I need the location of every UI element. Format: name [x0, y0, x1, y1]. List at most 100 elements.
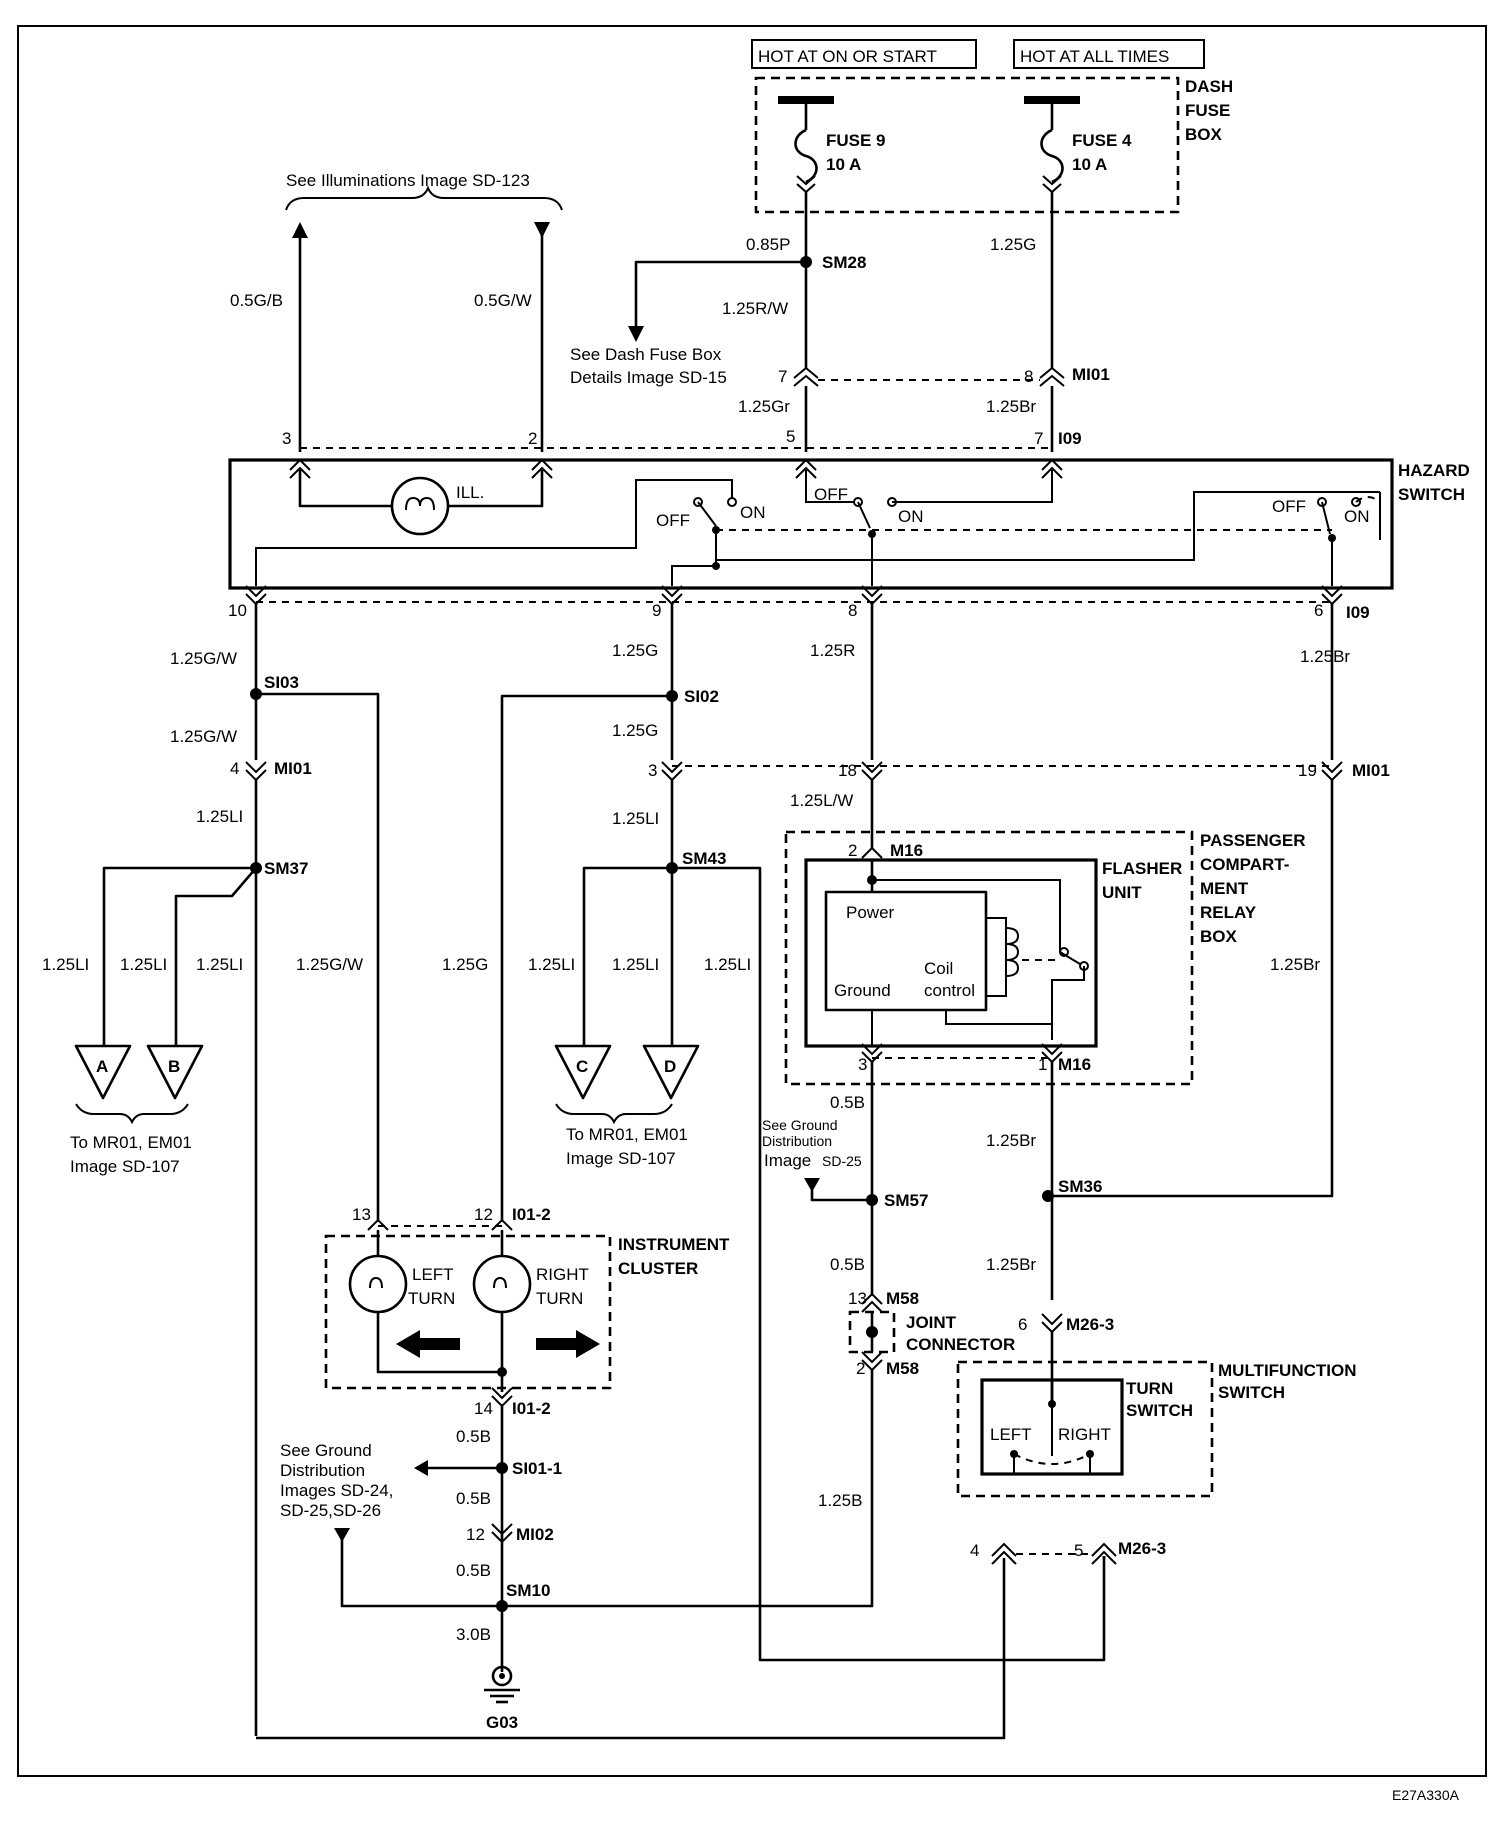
svg-text:ON: ON [1344, 507, 1370, 526]
svg-text:MI02: MI02 [516, 1525, 554, 1544]
ground-icon [491, 1665, 513, 1687]
svg-text:1: 1 [1038, 1055, 1047, 1074]
svg-text:Details Image SD-15: Details Image SD-15 [570, 368, 727, 387]
svg-text:12: 12 [474, 1205, 493, 1224]
svg-text:2: 2 [848, 841, 857, 860]
lower-right-wiring: 0.5B See Ground Distribution Image SD-25… [500, 1062, 1114, 1608]
passenger-relay-box: PASSENGER COMPART- MENT RELAY BOX 2 M16 … [784, 830, 1306, 1086]
svg-text:I09: I09 [1058, 429, 1082, 448]
svg-text:ON: ON [898, 507, 924, 526]
svg-text:OFF: OFF [656, 511, 690, 530]
svg-text:I01-2: I01-2 [512, 1399, 551, 1418]
svg-text:18: 18 [838, 761, 857, 780]
fuse9-rating: 10 A [826, 155, 861, 174]
instrument-cluster: 13 12 I01-2 INSTRUMENT CLUSTER LEFT TURN… [324, 1205, 730, 1418]
svg-text:M58: M58 [886, 1289, 919, 1308]
svg-text:INSTRUMENT: INSTRUMENT [618, 1235, 730, 1254]
svg-text:1.25Br: 1.25Br [1300, 647, 1350, 666]
svg-text:1.25LI: 1.25LI [120, 955, 167, 974]
svg-text:6: 6 [1018, 1315, 1027, 1334]
svg-text:ON: ON [740, 503, 766, 522]
connector-c-triangle [554, 1044, 612, 1100]
svg-text:RIGHT: RIGHT [1058, 1425, 1111, 1444]
dash-fuse-box: DASH FUSE BOX FUSE 9 10 A FUSE 4 10 A [754, 76, 1233, 214]
svg-text:0.5B: 0.5B [456, 1489, 491, 1508]
svg-text:0.5G/B: 0.5G/B [230, 291, 283, 310]
svg-text:MI01: MI01 [1072, 365, 1110, 384]
svg-text:0.5B: 0.5B [830, 1093, 865, 1112]
fuse-9-icon [794, 128, 818, 184]
svg-text:M26-3: M26-3 [1066, 1315, 1114, 1334]
left-arrow-icon [396, 1330, 460, 1358]
svg-text:1.25LI: 1.25LI [196, 807, 243, 826]
svg-text:CONNECTOR: CONNECTOR [906, 1335, 1015, 1354]
arrow-up-icon [292, 222, 308, 238]
svg-text:Image SD-107: Image SD-107 [566, 1149, 676, 1168]
svg-text:MENT: MENT [1200, 879, 1249, 898]
top-wiring: 0.85P 1.25G SM28 1.25R/W See Dash Fuse B… [230, 171, 1110, 452]
svg-text:I01-2: I01-2 [512, 1205, 551, 1224]
svg-text:DASH: DASH [1185, 77, 1233, 96]
svg-text:TURN: TURN [536, 1289, 583, 1308]
svg-text:1.25L/W: 1.25L/W [790, 791, 853, 810]
svg-text:1.25G: 1.25G [442, 955, 488, 974]
svg-text:1.25LI: 1.25LI [528, 955, 575, 974]
svg-text:0.5B: 0.5B [456, 1427, 491, 1446]
svg-text:1.25Br: 1.25Br [986, 1255, 1036, 1274]
diagram-id: E27A330A [1392, 1787, 1460, 1803]
i09-lower-pins: 10 9 8 6 I09 [228, 601, 1370, 622]
svg-text:control: control [924, 981, 975, 1000]
flasher-unit [804, 858, 1098, 1048]
svg-text:0.5B: 0.5B [456, 1561, 491, 1580]
svg-text:2: 2 [528, 429, 537, 448]
svg-text:6: 6 [1314, 601, 1323, 620]
svg-text:TURN: TURN [1126, 1379, 1173, 1398]
svg-text:M16: M16 [1058, 1055, 1091, 1074]
svg-text:See Ground: See Ground [280, 1441, 372, 1460]
svg-text:1.25Gr: 1.25Gr [738, 397, 790, 416]
svg-text:3.0B: 3.0B [456, 1625, 491, 1644]
svg-text:SWITCH: SWITCH [1398, 485, 1465, 504]
svg-text:1.25LI: 1.25LI [612, 955, 659, 974]
svg-text:1.25B: 1.25B [818, 1491, 862, 1510]
svg-text:1.25LI: 1.25LI [42, 955, 89, 974]
svg-text:B: B [168, 1057, 180, 1076]
svg-text:To MR01, EM01: To MR01, EM01 [70, 1133, 192, 1152]
svg-text:5: 5 [1074, 1541, 1083, 1560]
svg-text:3: 3 [858, 1055, 867, 1074]
svg-text:14: 14 [474, 1399, 493, 1418]
hot-on-start-label: HOT AT ON OR START [758, 47, 937, 66]
svg-text:Images SD-24,: Images SD-24, [280, 1481, 393, 1500]
svg-text:Coil: Coil [924, 959, 953, 978]
svg-text:LEFT: LEFT [990, 1425, 1032, 1444]
svg-text:1.25G: 1.25G [612, 641, 658, 660]
svg-text:1.25R/W: 1.25R/W [722, 299, 788, 318]
middle-wiring: 1.25G/W SI03 1.25G/W 4 MI01 1.25LI SM37 … [42, 604, 1390, 1736]
svg-text:13: 13 [848, 1289, 867, 1308]
svg-text:1.25G: 1.25G [612, 721, 658, 740]
svg-text:OFF: OFF [814, 485, 848, 504]
svg-text:1.25Br: 1.25Br [986, 397, 1036, 416]
svg-text:SM37: SM37 [264, 859, 308, 878]
arrow-down-icon [334, 1528, 350, 1542]
svg-text:1.25LI: 1.25LI [704, 955, 751, 974]
right-arrow-icon [536, 1330, 600, 1358]
svg-text:12: 12 [466, 1525, 485, 1544]
fuse-4-icon [1040, 128, 1064, 184]
svg-text:ILL.: ILL. [456, 483, 484, 502]
sm28-label: SM28 [822, 253, 866, 272]
svg-text:BOX: BOX [1185, 125, 1223, 144]
svg-text:See Dash Fuse Box: See Dash Fuse Box [570, 345, 722, 364]
svg-text:SWITCH: SWITCH [1126, 1401, 1193, 1420]
svg-text:TURN: TURN [408, 1289, 455, 1308]
right-turn-lamp-icon [472, 1254, 532, 1314]
svg-text:LEFT: LEFT [412, 1265, 454, 1284]
connector-d-triangle [642, 1044, 700, 1100]
svg-text:SM36: SM36 [1058, 1177, 1102, 1196]
connector-b-triangle [146, 1044, 204, 1100]
svg-text:Image: Image [764, 1151, 811, 1170]
svg-text:MI01: MI01 [1352, 761, 1390, 780]
svg-text:8: 8 [848, 601, 857, 620]
svg-text:SM43: SM43 [682, 849, 726, 868]
power-source-labels: HOT AT ON OR START HOT AT ALL TIMES [751, 39, 1205, 69]
